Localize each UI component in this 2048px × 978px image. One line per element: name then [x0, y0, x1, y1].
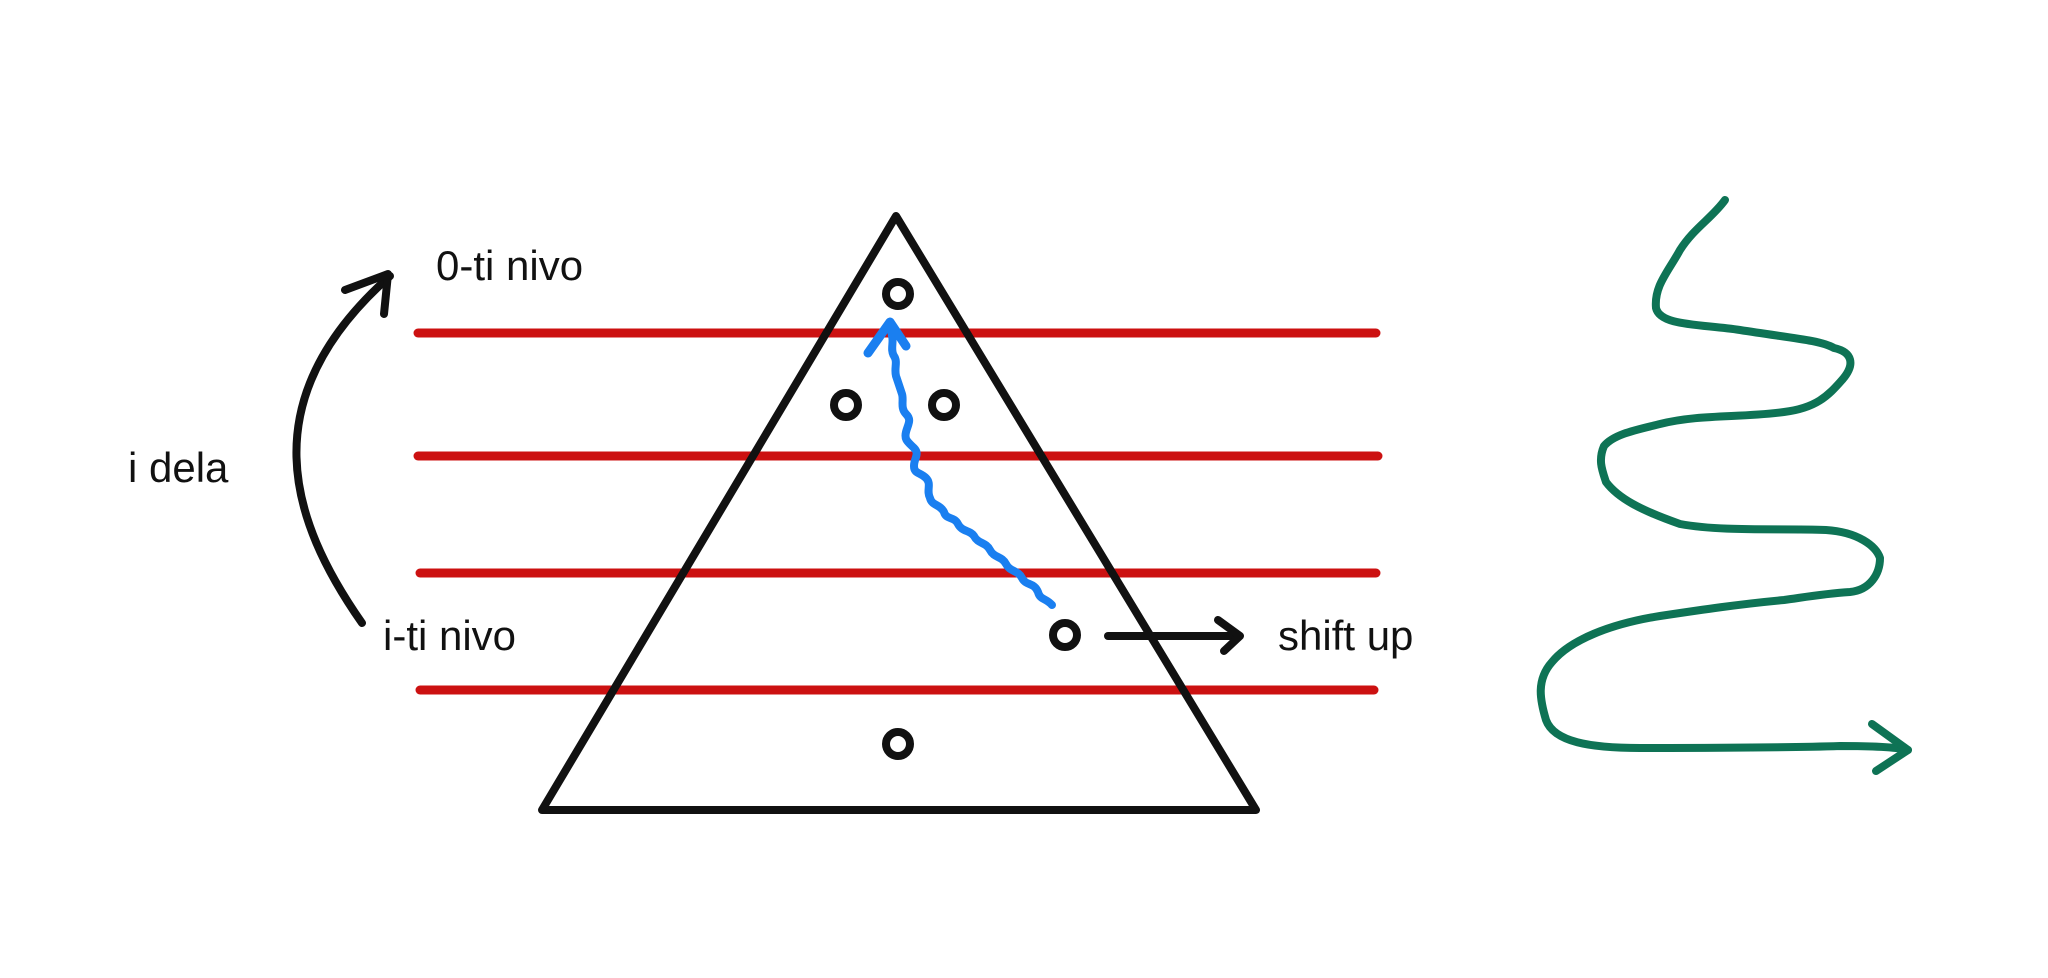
node-circle-icon	[882, 728, 914, 760]
pyramid-triangle	[538, 212, 1260, 814]
label-top-level: 0-ti nivo	[436, 242, 583, 289]
label-parts: i dela	[128, 444, 229, 491]
zigzag-traversal	[1536, 196, 1912, 775]
shift-up-arrow	[1104, 616, 1244, 655]
label-current-level: i-ti nivo	[383, 612, 516, 659]
heap-nodes	[830, 278, 1081, 760]
levels-arrow-curve	[292, 272, 394, 627]
shift-path	[863, 317, 1056, 609]
shift-path-arrowhead-icon	[863, 317, 911, 358]
shift-up-arrow-head-icon	[1214, 616, 1244, 655]
zigzag-traversal-arrowhead-icon	[1868, 720, 1912, 775]
levels-arrow-head-icon	[341, 270, 392, 318]
shift-path-wavy-line	[886, 318, 1056, 609]
node-circle-icon	[928, 389, 960, 421]
node-circle-icon	[882, 278, 914, 310]
node-circle-icon	[830, 389, 862, 421]
label-shift-up: shift up	[1278, 612, 1413, 659]
zigzag-traversal-line	[1536, 196, 1912, 754]
node-circle-icon	[1049, 619, 1081, 651]
levels-arrow	[292, 270, 394, 627]
